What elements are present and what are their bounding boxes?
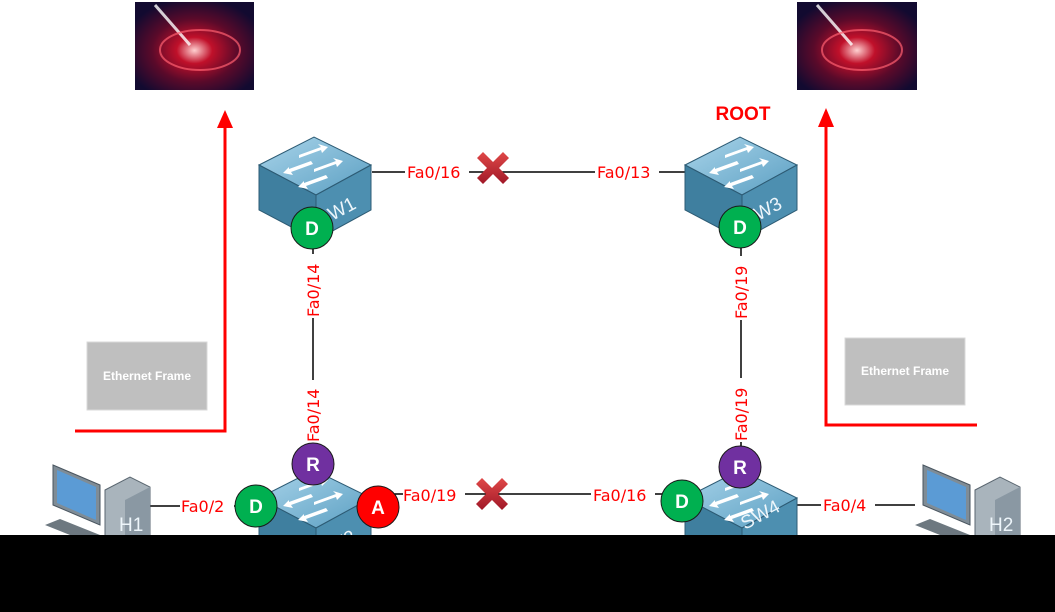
port-label-sw1-fa0-16: Fa0/16 — [407, 163, 460, 182]
svg-text:D: D — [305, 219, 319, 240]
ethernet-frame-box-left: Ethernet Frame — [86, 341, 208, 411]
port-label-sw2-fa0-19: Fa0/19 — [403, 486, 456, 505]
port-role-alternate-sw2: A — [356, 485, 400, 529]
port-label-sw1-fa0-14: Fa0/14 — [304, 264, 323, 317]
arrow-up-icon-left — [75, 110, 233, 433]
black-bar-overlay — [0, 535, 1055, 612]
arrow-up-icon-right — [818, 108, 977, 427]
galaxy-image-left — [135, 2, 254, 90]
host-label: H2 — [989, 515, 1013, 536]
computer-icon-h2[interactable]: H2 — [914, 464, 1021, 554]
root-bridge-label: ROOT — [716, 104, 771, 125]
port-label-sw2-fa0-14: Fa0/14 — [304, 389, 323, 442]
svg-text:D: D — [249, 497, 263, 518]
port-role-designated-sw4: D — [660, 479, 704, 523]
port-label-sw4-fa0-4: Fa0/4 — [823, 496, 866, 515]
svg-text:D: D — [733, 218, 747, 239]
port-label-sw3-fa0-13: Fa0/13 — [597, 163, 650, 182]
ethernet-frame-label: Ethernet Frame — [103, 369, 191, 383]
links — [150, 171, 915, 507]
host-label: H1 — [119, 515, 143, 536]
port-label-sw3-fa0-19: Fa0/19 — [732, 266, 751, 319]
galaxy-image-right — [797, 2, 917, 90]
svg-text:D: D — [675, 492, 689, 513]
svg-text:R: R — [733, 458, 747, 479]
port-role-designated-sw2-h1: D — [234, 484, 278, 528]
port-role-designated-sw1: D — [290, 206, 334, 250]
port-label-sw4-fa0-16: Fa0/16 — [593, 486, 646, 505]
port-role-root-sw4: R — [718, 445, 762, 489]
blocked-x-icon — [477, 152, 509, 184]
ethernet-frame-box-right: Ethernet Frame — [844, 337, 966, 406]
computer-icon-h1[interactable]: H1 — [44, 464, 151, 554]
svg-text:A: A — [371, 498, 385, 519]
ethernet-frame-label: Ethernet Frame — [861, 364, 949, 378]
svg-text:R: R — [306, 455, 320, 476]
port-role-root-sw2: R — [291, 442, 335, 486]
port-role-designated-sw3: D — [718, 205, 762, 249]
port-label-sw2-fa0-2: Fa0/2 — [181, 497, 224, 516]
switch-sw4[interactable]: SW4 — [684, 469, 798, 574]
port-label-sw4-fa0-19: Fa0/19 — [732, 388, 751, 441]
